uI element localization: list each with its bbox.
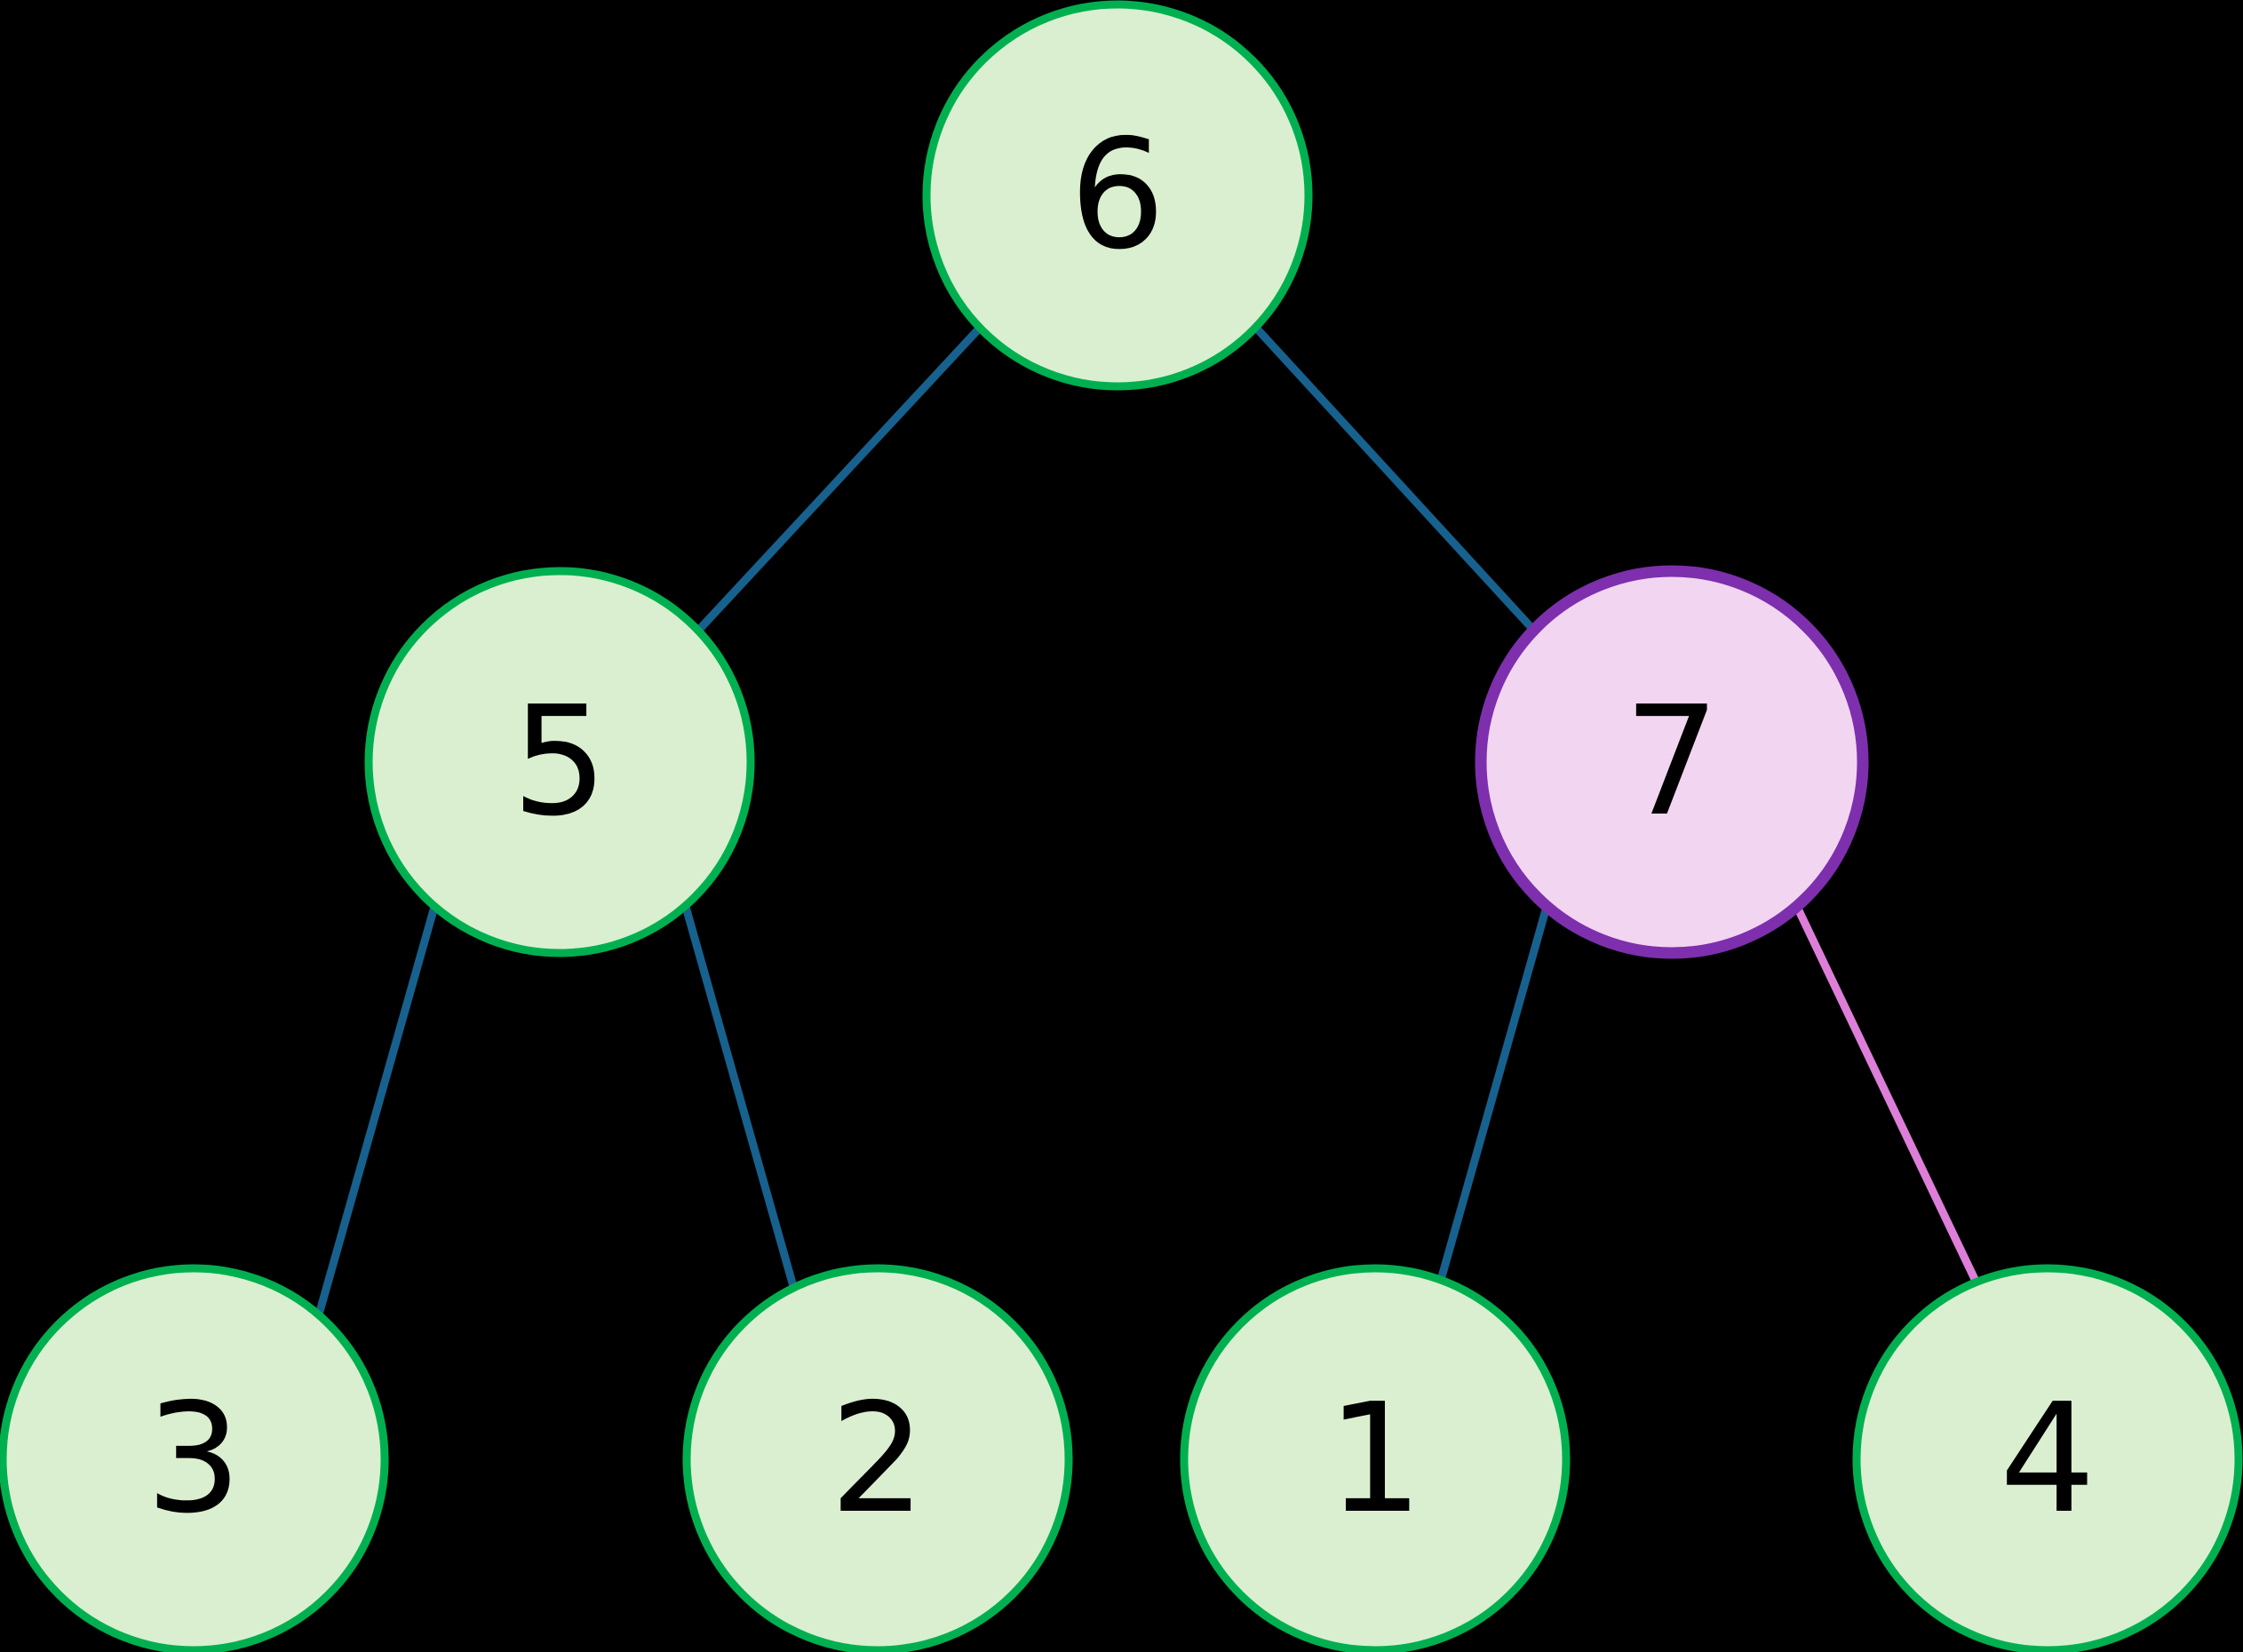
node-circle-1[interactable] <box>1180 1264 1571 1652</box>
node-circle-6[interactable] <box>922 0 1313 391</box>
node-circle-4[interactable] <box>1852 1264 2243 1652</box>
node-circle-2[interactable] <box>682 1264 1073 1652</box>
tree-node-5[interactable]: 5 <box>364 567 755 957</box>
tree-edge-n7-n1 <box>1427 905 1551 1316</box>
node-circle-7[interactable] <box>1475 565 1869 959</box>
tree-edge-n7-n4 <box>1793 905 1996 1316</box>
node-label-6: 6 <box>1070 107 1165 283</box>
tree-node-7[interactable]: 7 <box>1475 565 1869 959</box>
tree-node-6[interactable]: 6 <box>922 0 1313 391</box>
node-label-7: 7 <box>1624 674 1720 850</box>
tree-node-2[interactable]: 2 <box>682 1264 1073 1652</box>
node-label-2: 2 <box>830 1371 926 1547</box>
tree-node-4[interactable]: 4 <box>1852 1264 2243 1652</box>
node-label-4: 4 <box>2000 1371 2096 1547</box>
tree-edge-n6-n5 <box>695 324 983 634</box>
tree-edge-n6-n7 <box>1253 324 1538 634</box>
tree-edge-n5-n2 <box>681 905 806 1316</box>
edges-layer <box>314 324 1996 1316</box>
node-circle-3[interactable] <box>0 1264 389 1652</box>
tree-node-1[interactable]: 1 <box>1180 1264 1571 1652</box>
tree-node-3[interactable]: 3 <box>0 1264 389 1652</box>
node-label-5: 5 <box>512 674 608 850</box>
node-label-1: 1 <box>1327 1371 1423 1547</box>
node-circle-5[interactable] <box>364 567 755 957</box>
node-label-3: 3 <box>146 1371 242 1547</box>
tree-edge-n5-n3 <box>314 905 439 1316</box>
